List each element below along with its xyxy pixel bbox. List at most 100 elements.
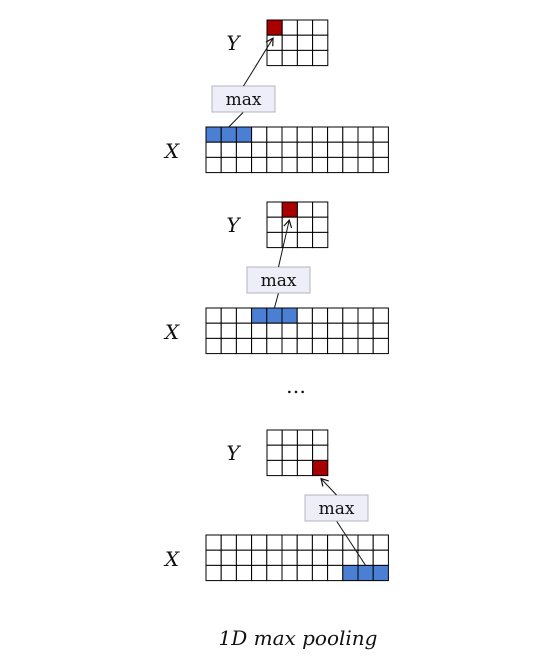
- input-grid-cell: [251, 156, 268, 174]
- input-grid-cell: [281, 549, 298, 566]
- output-grid-cell: [312, 216, 329, 233]
- input-grid-cell: [342, 337, 359, 355]
- input-grid-cell: [205, 534, 222, 551]
- output-grid-cell: [266, 216, 283, 233]
- input-grid-cell: [251, 126, 268, 143]
- output-label: Y: [226, 441, 241, 465]
- ellipsis: …: [286, 374, 306, 398]
- output-grid-cell: [312, 429, 329, 446]
- output-grid-cell: [296, 19, 314, 36]
- input-grid-cell: [266, 534, 283, 551]
- input-grid-cell: [296, 549, 313, 566]
- input-grid-highlighted-cell: [220, 126, 237, 143]
- input-grid-cell: [220, 564, 237, 582]
- input-grid-cell: [327, 322, 344, 339]
- input-grid-cell: [281, 156, 298, 174]
- input-grid-cell: [357, 156, 374, 174]
- output-label: Y: [226, 31, 241, 55]
- input-grid-cell: [220, 307, 237, 324]
- input-grid-cell: [220, 156, 237, 174]
- input-grid-cell: [235, 307, 253, 324]
- output-grid-cell: [281, 19, 298, 36]
- input-connector: [336, 520, 367, 566]
- input-grid-cell: [251, 534, 268, 551]
- input-grid-cell: [372, 534, 389, 551]
- input-grid-highlighted-cell: [266, 307, 283, 324]
- input-grid-highlighted-cell: [357, 564, 374, 582]
- input-grid-cell: [266, 564, 283, 582]
- input-grid-cell: [235, 141, 253, 158]
- input-grid-cell: [311, 534, 329, 551]
- input-grid-cell: [372, 156, 389, 174]
- output-grid-cell: [266, 231, 283, 249]
- output-grid-cell: [296, 49, 314, 67]
- input-grid-cell: [220, 534, 237, 551]
- max-op-box: [246, 266, 311, 294]
- output-arrow: [320, 477, 337, 496]
- input-grid-cell: [327, 126, 344, 143]
- input-grid-cell: [235, 534, 253, 551]
- output-grid-cell: [266, 429, 283, 446]
- output-grid-cell: [296, 444, 314, 461]
- output-grid-cell: [312, 19, 329, 36]
- input-grid-cell: [357, 126, 374, 143]
- input-grid-cell: [296, 126, 313, 143]
- input-grid-cell: [357, 337, 374, 355]
- input-grid-cell: [342, 141, 359, 158]
- input-grid-cell: [281, 322, 298, 339]
- output-grid-cell: [281, 49, 298, 67]
- input-grid-highlighted-cell: [251, 307, 268, 324]
- output-grid-cell: [281, 444, 298, 461]
- max-op-label: max: [226, 90, 262, 110]
- input-grid-cell: [266, 141, 283, 158]
- input-grid-cell: [311, 564, 329, 582]
- input-grid-cell: [372, 141, 389, 158]
- output-grid-cell: [266, 201, 283, 218]
- input-grid-cell: [205, 564, 222, 582]
- input-grid-cell: [327, 534, 344, 551]
- input-grid-cell: [205, 156, 222, 174]
- output-grid-highlighted-cell: [266, 19, 283, 36]
- input-grid-cell: [296, 337, 313, 355]
- input-grid-cell: [220, 337, 237, 355]
- input-grid-cell: [220, 549, 237, 566]
- output-arrow: [243, 37, 274, 87]
- input-grid-cell: [205, 307, 222, 324]
- input-grid-cell: [342, 322, 359, 339]
- input-grid-cell: [327, 549, 344, 566]
- input-grid-cell: [311, 337, 329, 355]
- output-grid-cell: [281, 429, 298, 446]
- input-grid-cell: [311, 307, 329, 324]
- input-label: X: [163, 320, 180, 344]
- input-grid-cell: [296, 307, 313, 324]
- input-grid-cell: [220, 322, 237, 339]
- input-grid-cell: [235, 549, 253, 566]
- input-grid-cell: [281, 126, 298, 143]
- output-grid-cell: [312, 49, 329, 67]
- output-grid-cell: [281, 459, 298, 477]
- input-grid-cell: [327, 141, 344, 158]
- input-grid-cell: [327, 337, 344, 355]
- input-grid-cell: [327, 307, 344, 324]
- input-label: X: [163, 139, 180, 163]
- input-grid-cell: [296, 534, 313, 551]
- output-grid-cell: [266, 49, 283, 67]
- output-arrow: [278, 219, 293, 268]
- output-grid-cell: [266, 444, 283, 461]
- output-grid-cell: [312, 34, 329, 51]
- input-grid-cell: [281, 564, 298, 582]
- input-grid-cell: [296, 564, 313, 582]
- output-grid-cell: [296, 216, 314, 233]
- caption: 1D max pooling: [218, 626, 377, 650]
- input-grid-cell: [357, 141, 374, 158]
- input-grid-cell: [311, 322, 329, 339]
- output-grid-cell: [312, 201, 329, 218]
- input-connector: [228, 111, 244, 128]
- input-grid-cell: [266, 549, 283, 566]
- input-grid-cell: [342, 126, 359, 143]
- input-grid-cell: [357, 534, 374, 551]
